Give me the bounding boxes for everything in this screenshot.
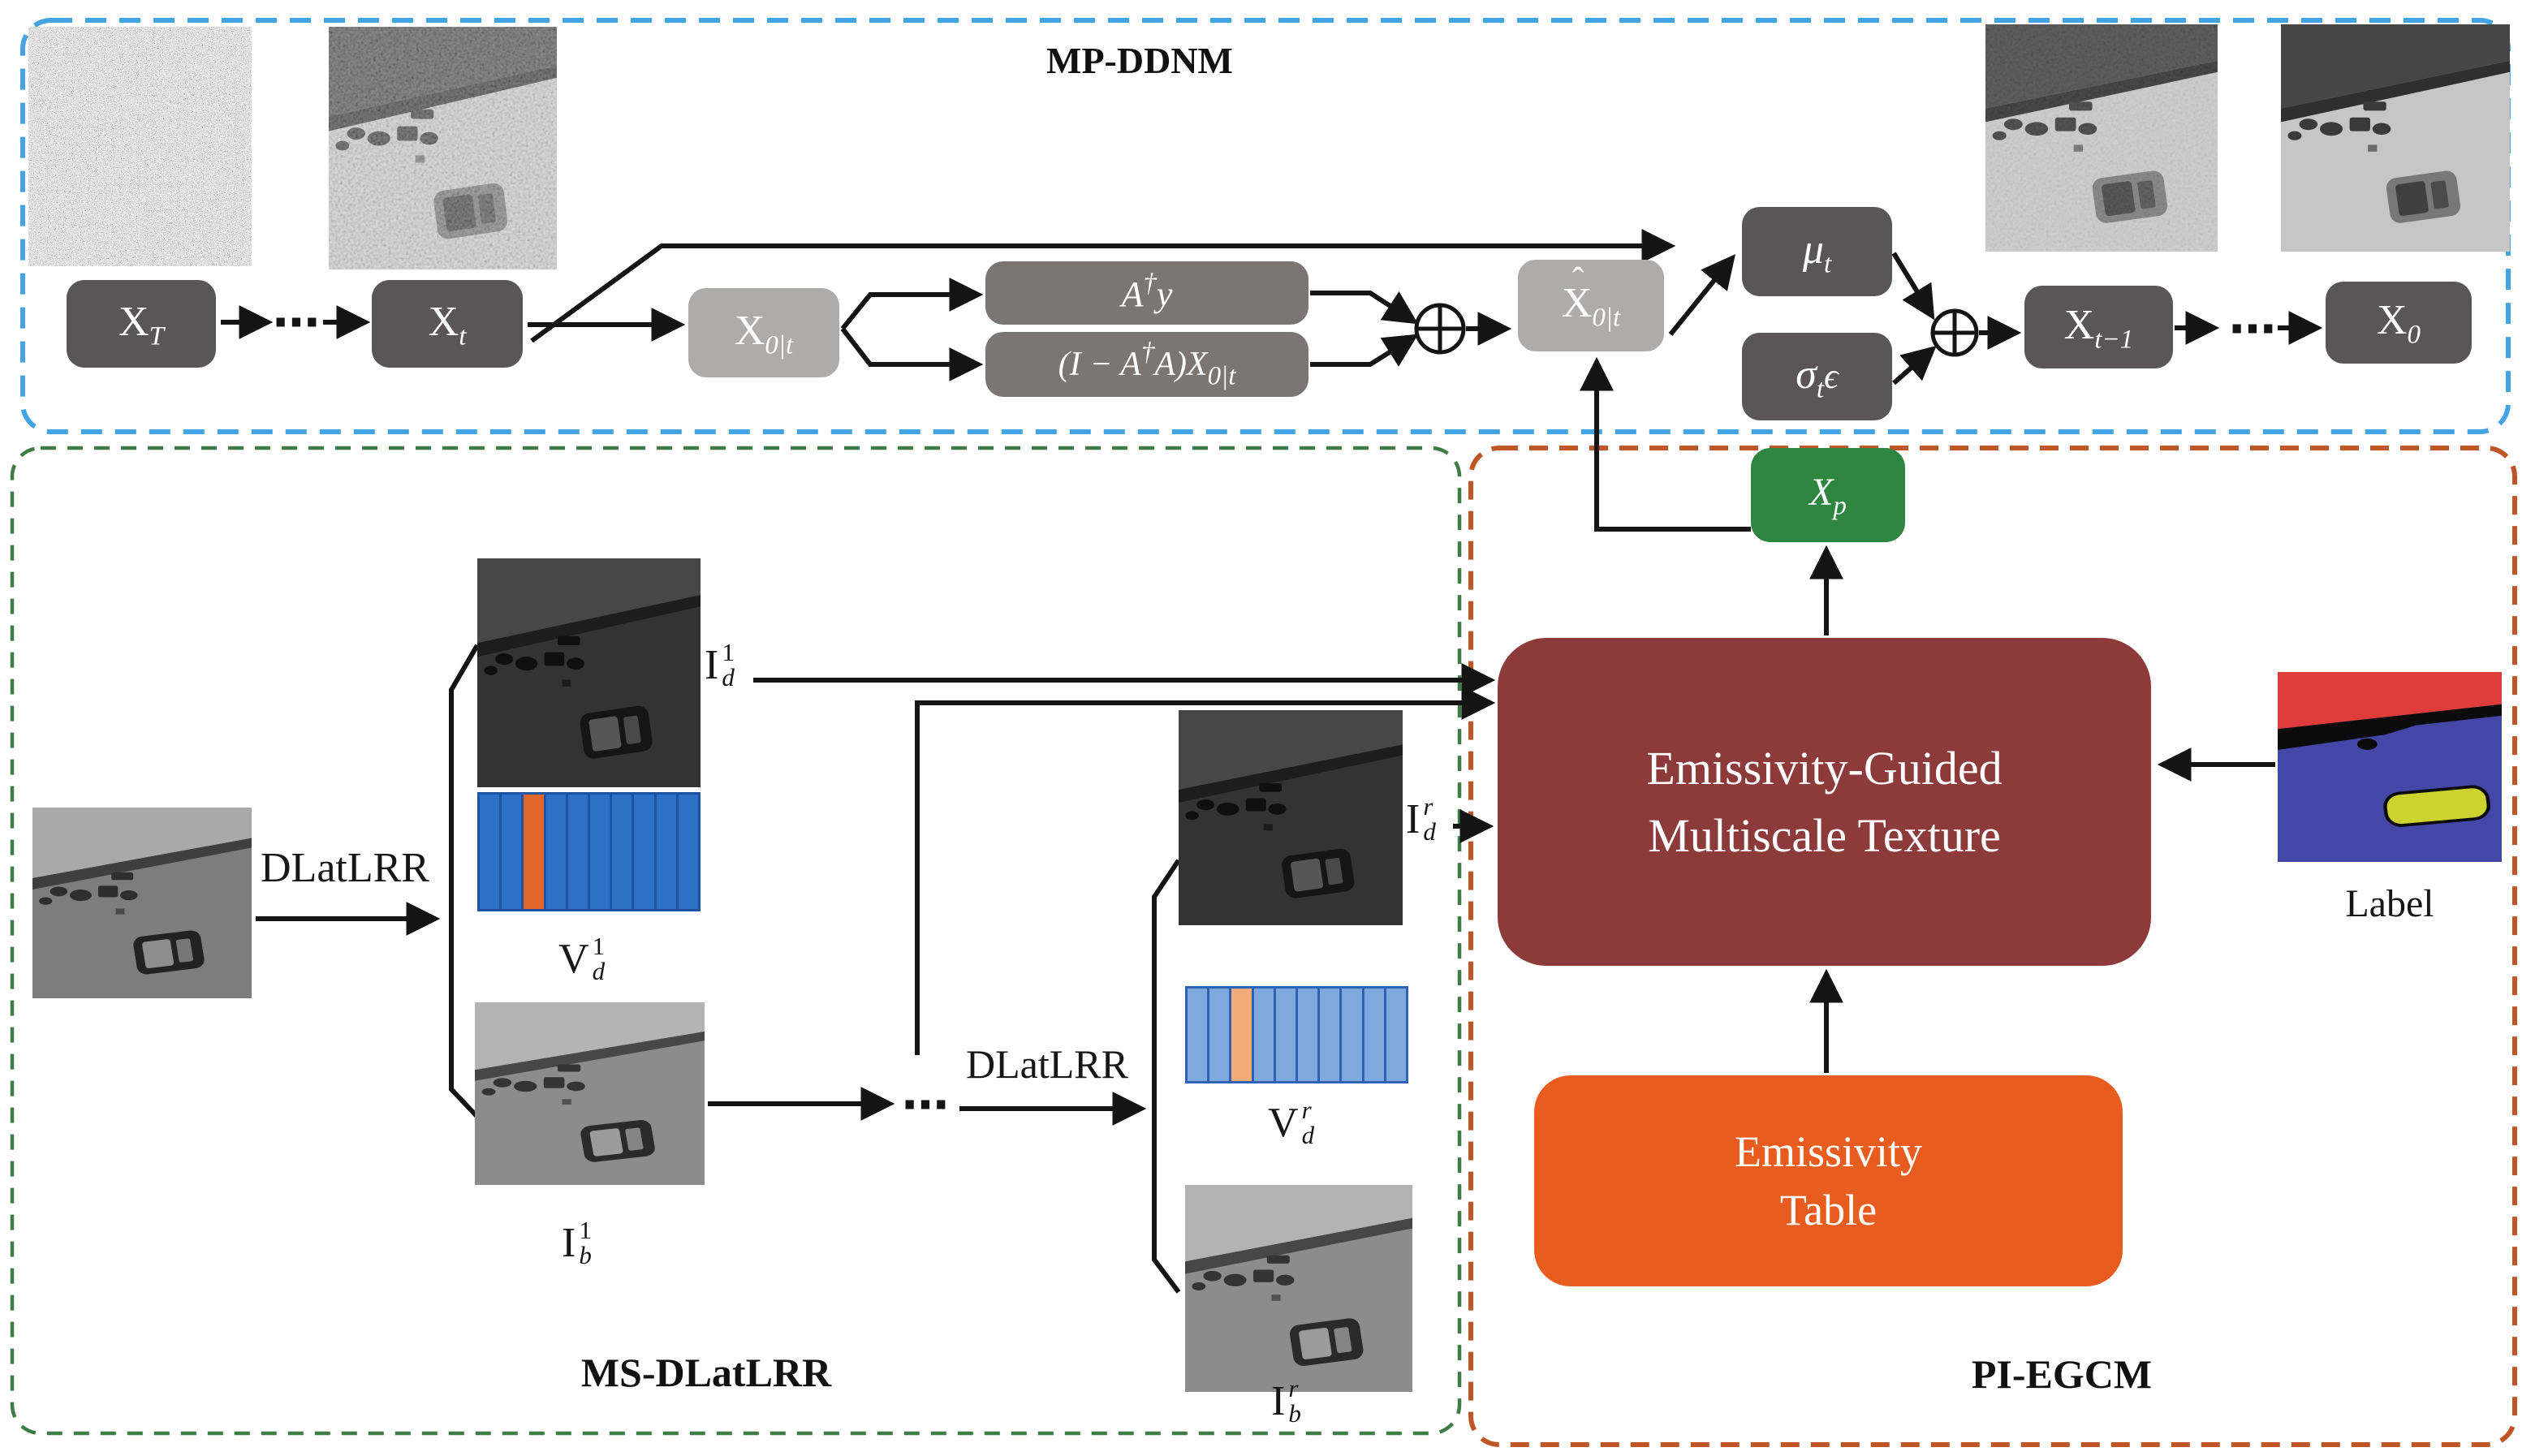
ellipsis-mid: ⋯ [902, 1077, 949, 1132]
variance-bar-r [1185, 986, 1408, 1083]
node-emissivity-guided-multiscale-texture: Emissivity-Guided Multiscale Texture [1498, 638, 2151, 966]
null-to-sum [1310, 334, 1419, 367]
ellipsis-left: ⋯ [273, 295, 320, 350]
dlatlrr-label-1: DLatLRR [261, 845, 429, 891]
node-null-term: (I − A†A)X0|t [985, 332, 1308, 397]
node-mu: μt [1742, 207, 1892, 296]
segmentation-label-image [2278, 672, 2502, 862]
base-image-r [1185, 1185, 1412, 1392]
label-caption: Label [2345, 882, 2434, 925]
detail-image-1 [477, 558, 701, 787]
ms-dlatlrr-title: MS-DLatLRR [580, 1350, 832, 1395]
oplus2-icon [1930, 308, 1979, 357]
branch-to-null-term [840, 327, 984, 381]
pi-egcm-title: PI-EGCM [1971, 1351, 2153, 1397]
bracket-level1 [449, 644, 480, 1119]
node-xt: Xt [372, 280, 523, 368]
node-xtm1: Xt−1 [2024, 286, 2173, 368]
arrow-xp-to-xhat [1580, 356, 1751, 532]
arrow-mu-to-sum2 [1891, 252, 1935, 321]
node-x0t: X0|t [688, 288, 839, 377]
noisy-image [329, 27, 557, 269]
input-infrared-image [32, 808, 252, 998]
bracket-level-r [1152, 859, 1181, 1294]
oplus-icon [1414, 303, 1466, 355]
range-to-sum [1310, 291, 1419, 325]
node-xT: XT [67, 280, 216, 368]
arrow-xhat-to-mu [1668, 254, 1735, 336]
node-x0: X0 [2326, 282, 2472, 364]
denoised-image-b [2281, 24, 2510, 252]
detail-image-r [1179, 710, 1403, 925]
node-range-term: A†y [985, 261, 1308, 325]
noise-image [28, 27, 252, 266]
node-xp: Xp [1751, 448, 1905, 542]
arrow-sigma-to-sum2 [1892, 345, 1937, 386]
denoised-image-a [1985, 24, 2218, 252]
variance-bar-1 [477, 792, 701, 911]
mp-ddnm-title: MP-DDNM [1046, 40, 1233, 81]
node-emissivity-table: Emissivity Table [1534, 1075, 2123, 1286]
ellipsis-right: ⋯ [2229, 301, 2276, 356]
base-image-1 [475, 1002, 705, 1185]
node-sigma: σtϵ [1742, 333, 1892, 420]
branch-to-range-term [840, 278, 984, 330]
dlatlrr-label-2: DLatLRR [966, 1041, 1128, 1087]
